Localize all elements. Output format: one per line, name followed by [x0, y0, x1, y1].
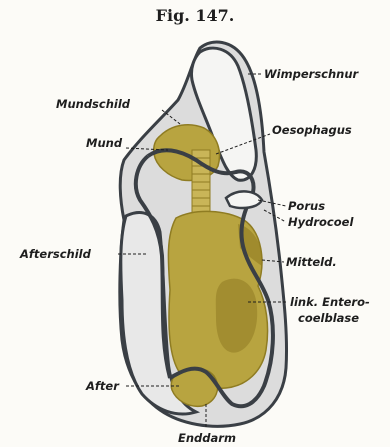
label-porus: Porus: [288, 199, 325, 213]
label-afterschild: Afterschild: [19, 247, 92, 261]
label-after: After: [85, 379, 120, 393]
porus-loop: [226, 191, 262, 208]
label-mund: Mund: [86, 136, 123, 150]
label-hydrocoel: Hydrocoel: [288, 215, 354, 229]
label-link-entero: link. Entero-: [290, 295, 370, 309]
label-enddarm: Enddarm: [178, 431, 236, 445]
label-wimperschnur: Wimperschnur: [264, 67, 360, 81]
label-mundschild: Mundschild: [56, 97, 131, 111]
label-oesophagus: Oesophagus: [272, 123, 352, 137]
label-mitteld: Mitteld.: [286, 255, 337, 269]
label-coelblase: coelblase: [298, 311, 359, 325]
